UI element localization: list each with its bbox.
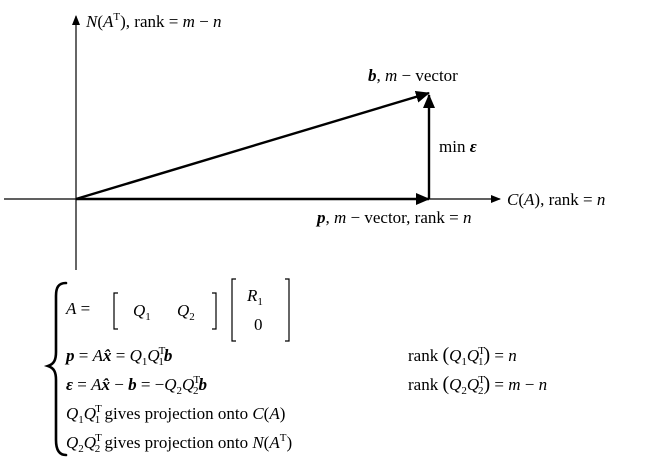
matrix-q1: Q1 xyxy=(133,301,151,323)
matrix-r1: R1 xyxy=(246,286,263,308)
error-vector-label: min ε xyxy=(439,137,477,156)
vertical-axis-label: N(AT), rank = m − n xyxy=(85,11,221,31)
matrix-zero: 0 xyxy=(254,315,263,334)
vector-p-label: p, m − vector, rank = n xyxy=(315,208,471,227)
svg-text:A =: A = xyxy=(65,299,90,318)
horizontal-axis-label: C(A), rank = n xyxy=(507,190,605,209)
vector-b xyxy=(75,90,430,201)
vector-b-label: b, m − vector xyxy=(368,66,458,85)
matrix-q2: Q2 xyxy=(177,301,195,323)
system-brace xyxy=(43,281,68,457)
equation-line-1: A = Q1 Q2 R1 0 xyxy=(65,278,290,342)
